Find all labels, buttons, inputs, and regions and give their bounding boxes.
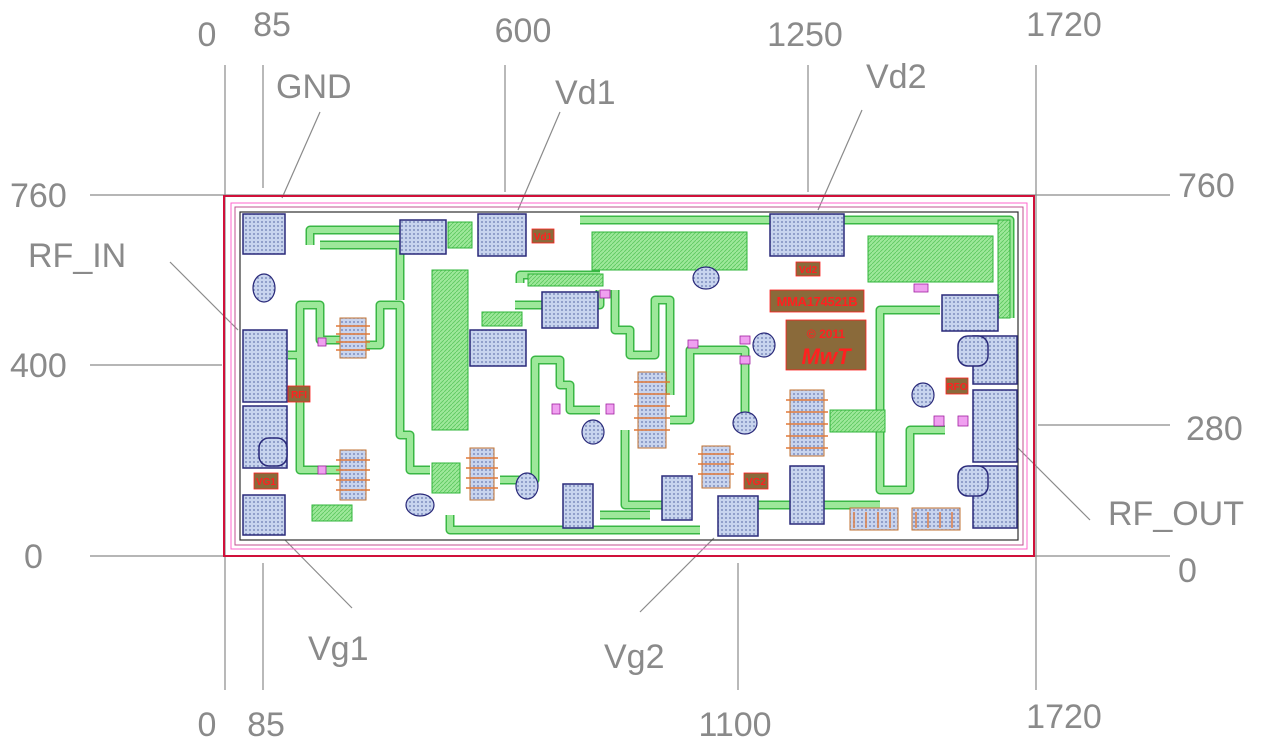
top-tick-1720: 1720: [1026, 6, 1102, 44]
capacitor-areas: [311, 219, 1011, 522]
callout-leaders: [169, 109, 1091, 613]
tag-vg2-text: VG2: [746, 477, 766, 488]
tag-vd2: [795, 261, 821, 277]
pad-gnd: [242, 213, 286, 255]
vias: [317, 283, 969, 475]
pad-ground-right-bottom: [972, 465, 1018, 529]
bottom-tick-0: 0: [198, 706, 217, 744]
mwt-logo: MwT: [802, 344, 852, 369]
tag-rfo-text: RFO: [946, 382, 967, 393]
copyright-text: © 2011: [807, 327, 846, 341]
tag-vd1-text: Vd1: [534, 232, 553, 243]
transistor-stacks: [336, 317, 961, 531]
top-tick-0: 0: [198, 16, 217, 54]
bond-pads: [242, 213, 1018, 537]
label-vg2: Vg2: [604, 638, 665, 676]
tag-rfi: [287, 385, 311, 403]
label-vg1: Vg1: [308, 630, 369, 668]
part-number-tag: [769, 289, 865, 313]
pad-callouts: GND Vd1 Vd2 RF_IN RF_OUT Vg1 Vg2: [28, 58, 1244, 676]
right-tick-0: 0: [1178, 552, 1197, 590]
logo-block: [785, 319, 867, 371]
label-vd1: Vd1: [555, 74, 616, 112]
tag-vg1: [253, 472, 279, 490]
label-vd2: Vd2: [866, 58, 927, 96]
bottom-tick-1100: 1100: [698, 706, 771, 744]
pad-vg2: [717, 495, 759, 537]
pad-vd2: [769, 213, 845, 257]
pad-rf-in: [242, 329, 288, 403]
pad-vd1: [477, 213, 527, 257]
left-tick-400: 400: [10, 347, 67, 385]
chip-outline: [223, 195, 1035, 557]
tag-vd1: [531, 228, 555, 244]
label-gnd: GND: [276, 68, 352, 106]
tag-vg1-text: VG1: [256, 477, 276, 488]
bottom-tick-1720: 1720: [1026, 698, 1102, 736]
bottom-tick-85: 85: [247, 706, 285, 744]
tag-rfo: [945, 377, 969, 395]
tag-vg2: [743, 472, 769, 490]
label-rf-out: RF_OUT: [1108, 495, 1244, 533]
part-number-text: MMA174521B: [777, 294, 858, 309]
left-tick-760: 760: [10, 177, 67, 215]
die-tags: Vd1 Vd2 RFI RFO VG1 VG2 MMA174521B © 201…: [253, 228, 969, 490]
tag-rfi-text: RFI: [291, 390, 307, 401]
top-tick-1250: 1250: [767, 16, 843, 54]
top-tick-85: 85: [253, 6, 291, 44]
pad-vg1: [242, 494, 286, 536]
round-pads: [252, 266, 935, 517]
right-tick-760: 760: [1178, 167, 1235, 205]
left-tick-0: 0: [24, 538, 43, 576]
tag-vd2-text: Vd2: [799, 265, 818, 276]
label-rf-in: RF_IN: [28, 237, 126, 275]
right-tick-280: 280: [1186, 410, 1243, 448]
top-tick-600: 600: [495, 12, 552, 50]
pad-rf-out: [972, 389, 1018, 463]
axis-labels: 0 85 600 1250 1720 0 85 1100 1720 760 40…: [10, 6, 1243, 744]
